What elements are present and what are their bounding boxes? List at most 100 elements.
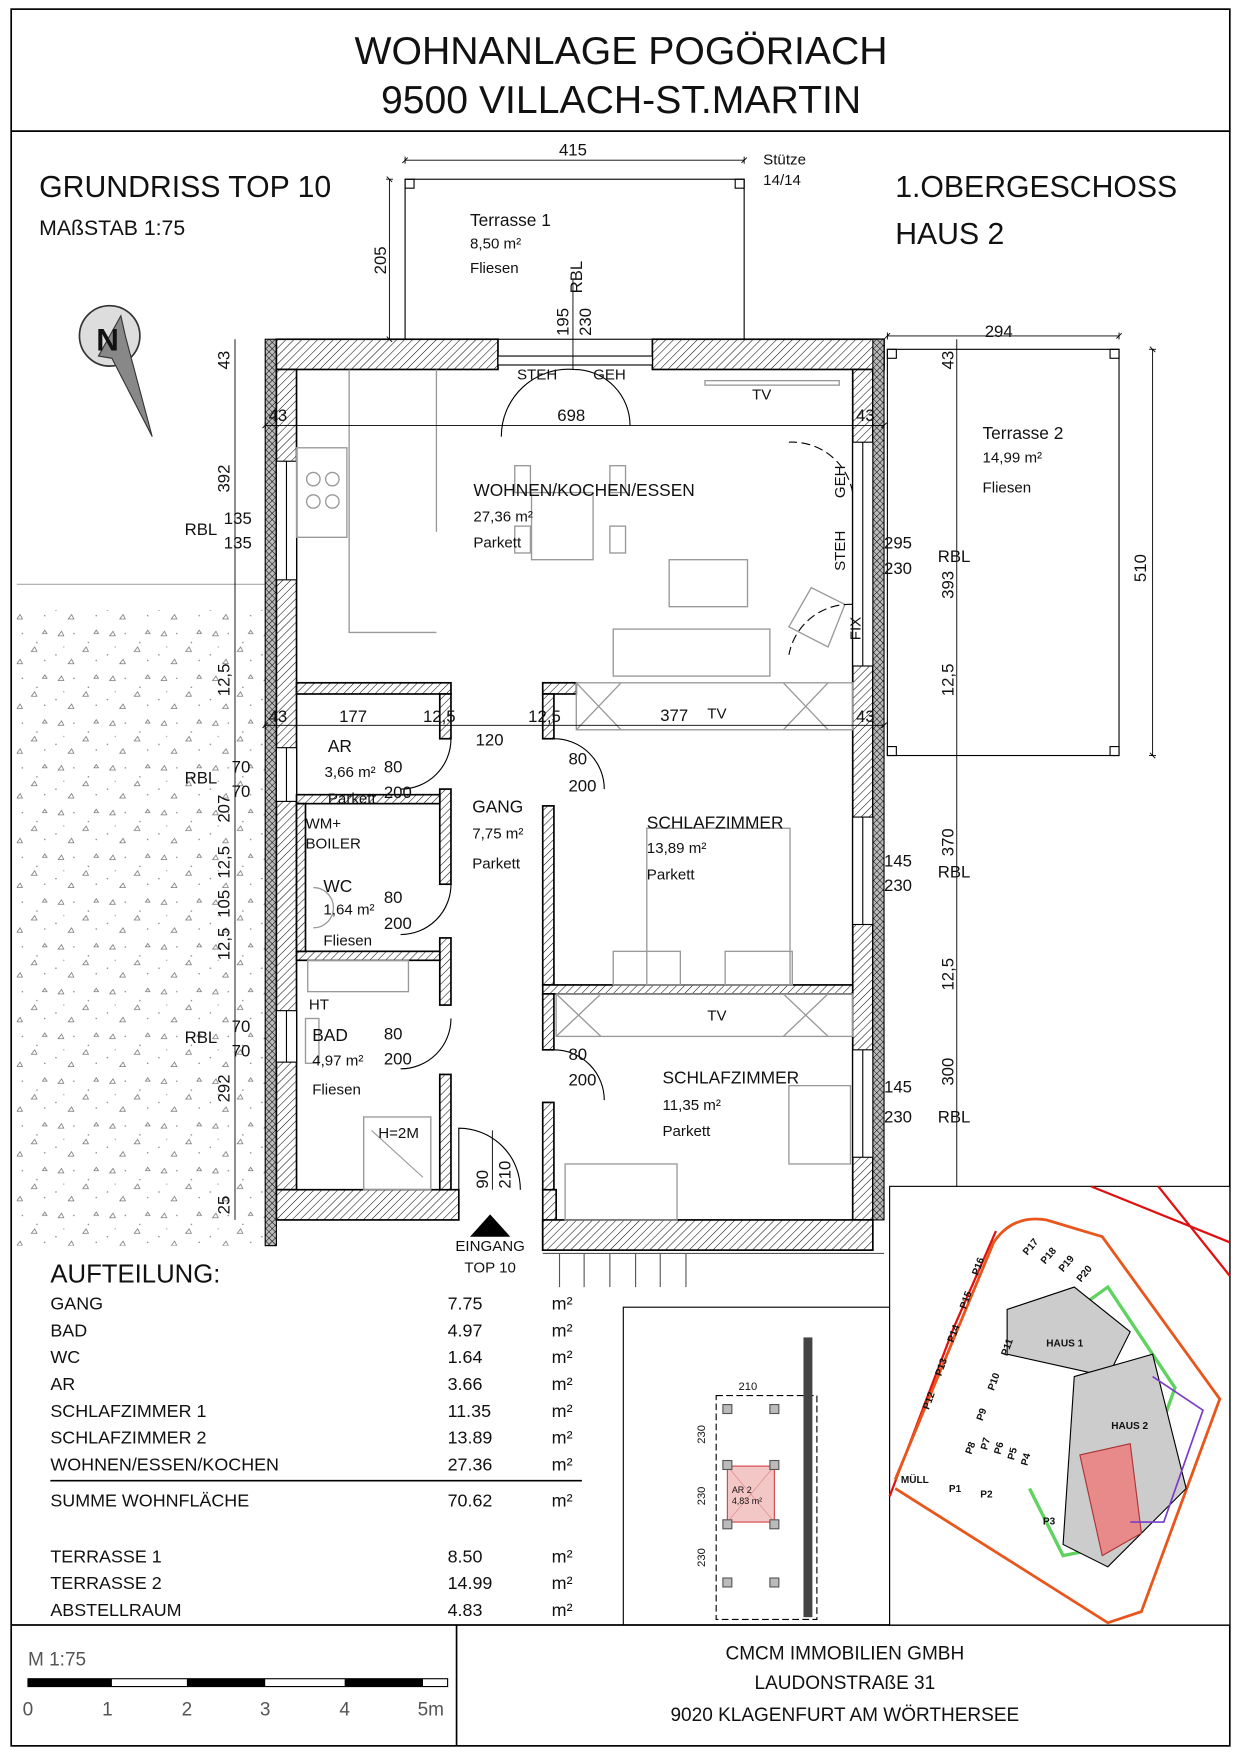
- svg-text:RBL: RBL: [185, 520, 218, 539]
- project-title: WOHNANLAGE POGÖRIACH: [355, 30, 888, 73]
- svg-text:80: 80: [384, 1025, 403, 1044]
- svg-text:P8: P8: [964, 1440, 979, 1456]
- svg-text:RBL: RBL: [938, 863, 971, 882]
- svg-text:GEH: GEH: [832, 465, 849, 498]
- svg-text:43: 43: [269, 406, 288, 425]
- storage-inset: 210 230 230 230 AR 2 4,83 m²: [622, 1306, 891, 1626]
- svg-text:5m: 5m: [418, 1700, 444, 1721]
- svg-text:8,50 m²: 8,50 m²: [470, 236, 521, 253]
- svg-text:70: 70: [232, 1017, 251, 1036]
- svg-text:TERRASSE 2: TERRASSE 2: [50, 1573, 161, 1593]
- svg-text:Fliesen: Fliesen: [470, 260, 519, 277]
- svg-text:m²: m²: [552, 1293, 573, 1313]
- svg-text:STEH: STEH: [517, 367, 557, 384]
- svg-text:43: 43: [269, 707, 288, 726]
- svg-text:4: 4: [339, 1700, 350, 1721]
- svg-text:11.35: 11.35: [448, 1401, 491, 1421]
- svg-text:m²: m²: [552, 1455, 573, 1475]
- svg-text:TV: TV: [707, 706, 726, 723]
- svg-text:M 1:75: M 1:75: [28, 1649, 86, 1670]
- svg-text:m²: m²: [552, 1490, 573, 1510]
- svg-text:230: 230: [884, 1108, 912, 1127]
- svg-text:BOILER: BOILER: [305, 835, 360, 852]
- windows: [275, 355, 874, 1158]
- svg-text:12,5: 12,5: [528, 707, 561, 726]
- svg-text:1.64: 1.64: [448, 1347, 483, 1367]
- svg-text:AUFTEILUNG:: AUFTEILUNG:: [50, 1261, 220, 1289]
- svg-text:BAD: BAD: [312, 1025, 348, 1045]
- svg-text:HAUS 1: HAUS 1: [1046, 1338, 1083, 1349]
- site-plan-inset: HAUS 1 HAUS 2 MÜLL P1 P2 P3 P4 P5 P6 P7 …: [888, 1185, 1231, 1626]
- plan-annotations: WM+ BOILER HT H=2M STEH GEH TV TV TV GEH…: [305, 152, 864, 1277]
- svg-text:43: 43: [856, 406, 875, 425]
- svg-text:4,83 m²: 4,83 m²: [732, 1496, 762, 1506]
- svg-text:12,5: 12,5: [938, 958, 957, 991]
- svg-text:135: 135: [224, 509, 252, 528]
- svg-text:1,64 m²: 1,64 m²: [323, 901, 374, 918]
- svg-text:210: 210: [739, 1381, 758, 1393]
- svg-text:Parkett: Parkett: [472, 856, 521, 873]
- svg-text:2: 2: [182, 1700, 193, 1721]
- svg-text:70: 70: [232, 1042, 251, 1061]
- dimension-labels: 415 205 195 230 RBL 294 510 43 43 698 43…: [185, 141, 1150, 1245]
- svg-text:WOHNEN/ESSEN/KOCHEN: WOHNEN/ESSEN/KOCHEN: [50, 1455, 279, 1475]
- north-compass-icon: N: [78, 304, 153, 437]
- terrasse-2-outline: [886, 348, 1120, 757]
- svg-text:292: 292: [214, 1074, 233, 1102]
- svg-text:BAD: BAD: [50, 1320, 87, 1340]
- svg-text:RBL: RBL: [567, 261, 586, 294]
- svg-text:Fliesen: Fliesen: [323, 933, 372, 950]
- svg-text:70: 70: [232, 782, 251, 801]
- svg-text:300: 300: [938, 1058, 957, 1086]
- svg-text:TV: TV: [752, 387, 771, 404]
- svg-text:230: 230: [696, 1548, 708, 1567]
- svg-text:STEH: STEH: [832, 531, 849, 571]
- svg-text:m²: m²: [552, 1347, 573, 1367]
- svg-text:230: 230: [884, 559, 912, 578]
- svg-text:HAUS 2: HAUS 2: [1111, 1421, 1148, 1432]
- svg-text:P2: P2: [980, 1489, 993, 1500]
- svg-text:SCHLAFZIMMER: SCHLAFZIMMER: [662, 1067, 799, 1087]
- house-label: HAUS 2: [895, 218, 1004, 251]
- svg-text:m²: m²: [552, 1428, 573, 1448]
- svg-text:210: 210: [495, 1161, 514, 1189]
- svg-text:43: 43: [856, 707, 875, 726]
- room-labels: Terrasse 1 8,50 m² Fliesen Terrasse 2 14…: [312, 210, 1063, 1140]
- svg-text:9020 KLAGENFURT AM WÖRTHERSEE: 9020 KLAGENFURT AM WÖRTHERSEE: [670, 1705, 1019, 1726]
- svg-text:N: N: [96, 322, 119, 357]
- svg-text:12,5: 12,5: [214, 846, 233, 879]
- svg-text:GANG: GANG: [50, 1293, 103, 1313]
- svg-text:Fliesen: Fliesen: [983, 480, 1032, 497]
- svg-text:12,5: 12,5: [423, 707, 456, 726]
- svg-text:AR: AR: [328, 736, 352, 756]
- svg-text:80: 80: [384, 757, 403, 776]
- svg-text:EINGANG: EINGANG: [455, 1238, 525, 1255]
- interior-walls: [295, 681, 854, 1191]
- svg-text:GEH: GEH: [593, 367, 626, 384]
- svg-text:80: 80: [568, 1045, 587, 1064]
- svg-text:SCHLAFZIMMER 2: SCHLAFZIMMER 2: [50, 1428, 206, 1448]
- svg-text:m²: m²: [552, 1401, 573, 1421]
- svg-text:m²: m²: [552, 1374, 573, 1394]
- svg-text:177: 177: [339, 707, 367, 726]
- svg-text:377: 377: [660, 706, 688, 725]
- svg-text:P7: P7: [979, 1436, 993, 1451]
- scale-bar: M 1:75 0 1 2 3 4 5m: [23, 1649, 449, 1721]
- entrance-arrow-icon: [469, 1214, 511, 1237]
- svg-text:70.62: 70.62: [448, 1490, 493, 1510]
- svg-text:Terrasse 1: Terrasse 1: [470, 210, 551, 230]
- svg-text:13,89 m²: 13,89 m²: [647, 840, 707, 857]
- svg-text:43: 43: [938, 351, 957, 370]
- svg-text:135: 135: [224, 534, 252, 553]
- svg-text:m²: m²: [552, 1546, 573, 1566]
- svg-text:m²: m²: [552, 1573, 573, 1593]
- svg-text:145: 145: [884, 1077, 912, 1096]
- svg-text:RBL: RBL: [938, 1108, 971, 1127]
- svg-text:7.75: 7.75: [448, 1293, 483, 1313]
- svg-text:SCHLAFZIMMER: SCHLAFZIMMER: [647, 812, 784, 832]
- svg-text:WC: WC: [323, 876, 352, 896]
